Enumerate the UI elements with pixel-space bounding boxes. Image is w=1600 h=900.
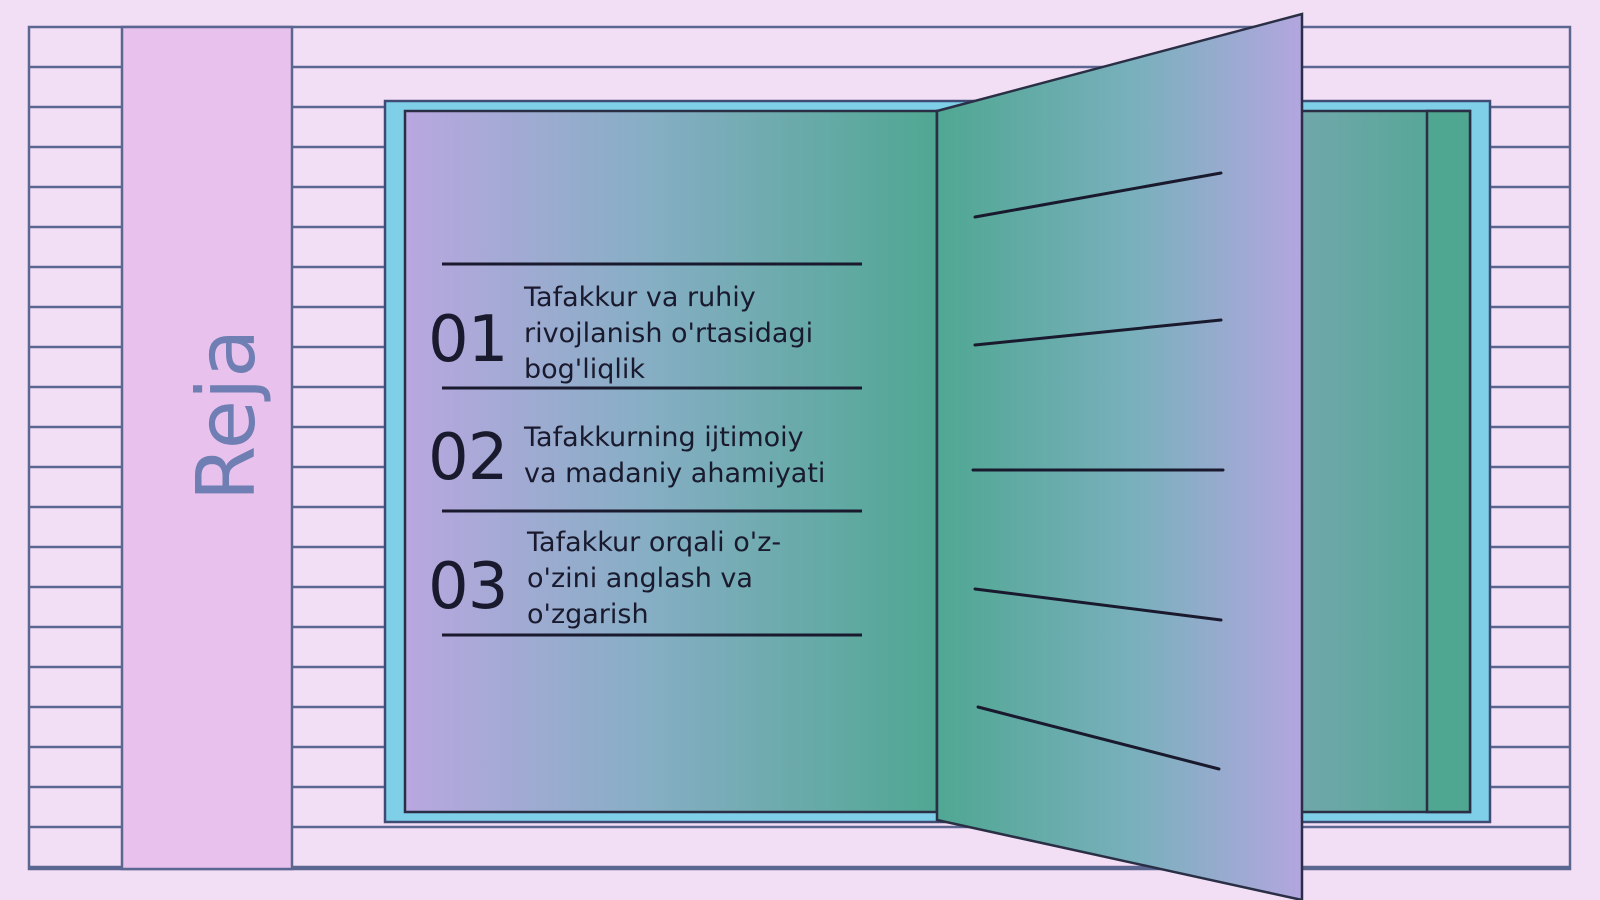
page-line — [973, 587, 1223, 622]
page-line — [973, 171, 1223, 219]
item-text: Tafakkurning ijtimoiy va madaniy ahamiya… — [524, 422, 826, 489]
page-line — [976, 705, 1221, 771]
item-number: 03 — [428, 550, 508, 624]
turning-page — [935, 12, 1304, 900]
item-number: 02 — [428, 421, 508, 495]
book-back-page — [1425, 109, 1472, 814]
item-text: Tafakkur orqali o'z-o'zini anglash va o'… — [527, 527, 782, 630]
page-line — [973, 318, 1223, 347]
item-separators — [442, 262, 862, 637]
item-number: 01 — [428, 303, 508, 377]
item-text: Tafakkur va ruhiy rivojlanish o'rtasidag… — [524, 282, 814, 385]
slide-title: Reja — [179, 328, 273, 502]
book-left-page — [403, 109, 939, 814]
turning-page-lines — [971, 171, 1225, 771]
title-banner — [120, 25, 294, 871]
